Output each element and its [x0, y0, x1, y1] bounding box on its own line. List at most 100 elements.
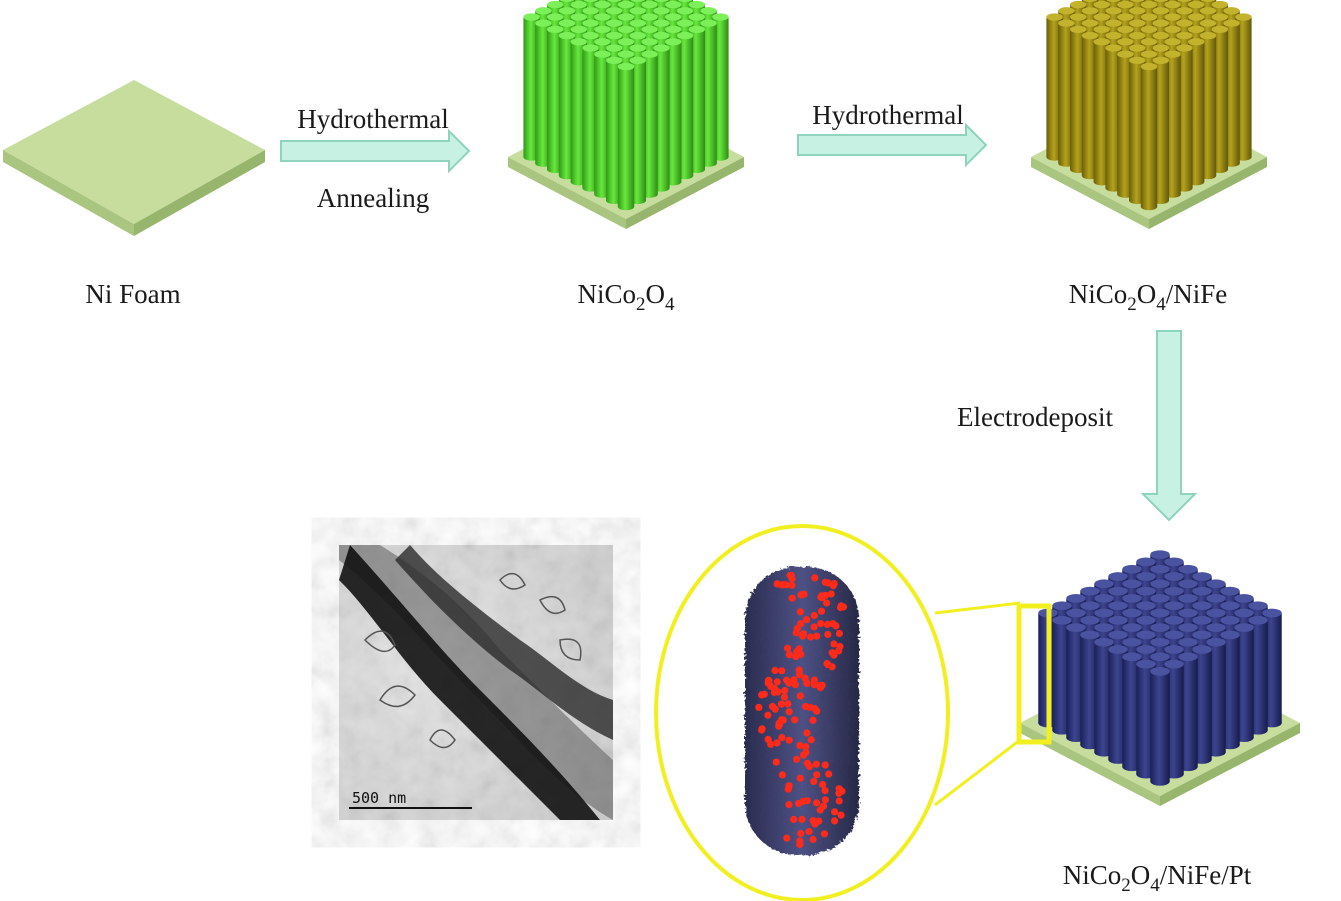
step-electrodeposit: Electrodeposit — [957, 402, 1113, 432]
pt-particle — [796, 692, 804, 700]
pt-particle — [803, 759, 811, 767]
pt-particle — [772, 758, 780, 766]
process-arrow-2 — [797, 122, 988, 168]
nico2o4-nife-pt-base-side — [1020, 723, 1160, 806]
pt-particle — [788, 581, 796, 589]
pt-particle — [758, 725, 766, 733]
pt-particle — [760, 690, 768, 698]
pt-particle — [771, 666, 779, 675]
pt-particle — [778, 667, 786, 675]
pt-particle — [775, 722, 783, 730]
pt-particle — [837, 811, 845, 819]
pt-particle — [835, 629, 844, 638]
pt-particle — [797, 591, 805, 599]
pt-particle — [784, 700, 792, 708]
pt-particle — [765, 677, 773, 685]
pt-particle — [802, 743, 810, 751]
tem-image: 500 nm — [339, 545, 613, 820]
pt-particle — [831, 808, 839, 816]
pt-particle — [817, 620, 825, 628]
pt-particle — [818, 681, 826, 689]
pt-particle — [827, 590, 835, 598]
pt-particle — [785, 708, 793, 716]
pt-particle — [778, 581, 786, 589]
pt-particle — [835, 647, 843, 655]
label-nico2o4-nife-pt: NiCo2O4/NiFe/Pt — [1063, 860, 1252, 896]
pt-particle — [790, 815, 798, 824]
pt-particle — [829, 620, 837, 628]
pt-particle — [830, 580, 838, 588]
pt-nanoparticles — [755, 571, 848, 849]
callout-line-top — [934, 601, 1021, 615]
label-nico2o4: NiCo2O4 — [577, 279, 675, 315]
pt-particle — [773, 739, 781, 747]
pt-particle — [813, 632, 821, 640]
pt-particle — [811, 574, 819, 582]
pt-particle — [796, 837, 804, 845]
nico2o4-nife-pt-nanorod-array — [1020, 550, 1300, 806]
nico2o4-base-front — [626, 157, 744, 229]
pt-particle — [767, 682, 775, 691]
label-nico2o4-nife: NiCo2O4/NiFe — [1069, 279, 1228, 315]
pt-particle — [809, 835, 817, 844]
pt-particle — [796, 741, 804, 750]
pt-particle — [801, 674, 809, 682]
pt-particle — [793, 648, 801, 656]
highlight-box — [1016, 603, 1052, 745]
pt-particle — [755, 703, 763, 712]
pt-particle — [835, 797, 843, 805]
pt-particle — [774, 688, 782, 696]
pt-particle — [811, 705, 819, 713]
pt-particle — [780, 693, 789, 701]
callout-line-bottom — [934, 738, 1021, 807]
pt-particle — [767, 740, 775, 748]
pt-particle — [797, 829, 805, 838]
pt-particle — [813, 799, 821, 807]
pt-particle — [798, 815, 806, 824]
pt-particle — [793, 755, 801, 763]
pt-particle — [784, 644, 792, 652]
pt-particle — [783, 676, 791, 684]
pt-particle — [815, 817, 823, 825]
pt-particle — [824, 630, 832, 639]
pt-particle — [781, 687, 789, 695]
pt-particle — [807, 736, 815, 744]
pt-particle — [821, 796, 830, 804]
nico2o4-base-side — [508, 157, 626, 229]
pt-particle — [796, 774, 804, 782]
tem-scale-label: 500 nm — [352, 789, 406, 807]
pt-particle — [835, 785, 843, 793]
pt-particle — [778, 734, 786, 742]
pt-particle — [837, 603, 846, 611]
pt-particle — [768, 702, 777, 711]
pt-particle — [821, 578, 829, 586]
pt-particle — [803, 729, 811, 737]
nico2o4-nife-base-front — [1149, 157, 1267, 229]
pt-particle — [810, 611, 818, 620]
pt-particle — [830, 640, 838, 648]
pt-particle — [821, 787, 829, 795]
pt-particle — [825, 770, 833, 778]
nico2o4-nife-pt-rod — [1150, 667, 1170, 786]
pt-particle — [785, 736, 793, 744]
nico2o4-nife-rod — [1140, 62, 1158, 211]
pt-particle — [821, 761, 829, 769]
step-annealing: Annealing — [317, 183, 429, 213]
pt-particle — [799, 751, 808, 759]
step-hydrothermal-2: Hydrothermal — [812, 100, 963, 130]
pt-particle — [811, 679, 819, 687]
pt-particle — [817, 607, 826, 615]
pt-particle — [823, 599, 831, 607]
single-nanorod — [745, 567, 859, 855]
pt-particle — [812, 760, 820, 768]
pt-particle — [809, 817, 817, 825]
pt-particle — [796, 608, 805, 616]
pt-particle — [823, 620, 832, 629]
pt-particle — [799, 797, 807, 805]
nico2o4-nife-base-side — [1031, 157, 1149, 229]
pt-particle — [807, 633, 815, 641]
pt-particle — [778, 771, 787, 779]
pt-particle — [816, 806, 824, 814]
pt-particle — [803, 616, 811, 624]
pt-particle — [793, 624, 801, 633]
